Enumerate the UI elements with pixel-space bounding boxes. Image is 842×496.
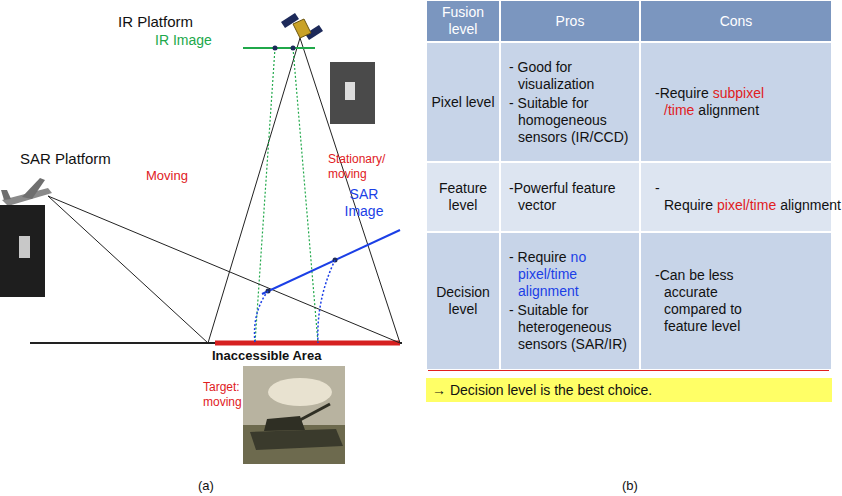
- table-cell-text: -Can be less accurate compared to featur…: [664, 267, 751, 335]
- tank-barrel: [300, 404, 330, 420]
- inaccessible-area-bar: [215, 341, 400, 346]
- table-cell-text: alignment: [698, 102, 759, 118]
- sar-beam-line: [48, 196, 208, 343]
- image-label: IR Image: [155, 32, 212, 49]
- tank-photo: [243, 366, 345, 464]
- state-note: Moving: [146, 168, 188, 184]
- blast-smoke: [268, 378, 332, 406]
- ir-fov-line: [300, 38, 400, 343]
- cell-paragraph: - Suitable for homogeneous sensors (IR/C…: [509, 95, 635, 146]
- table-cell: -Requiresubpixel /timealignment: [640, 42, 832, 162]
- table-cell: -Can be less accurate compared to featur…: [640, 232, 832, 370]
- state-note: Stationary/ moving: [328, 152, 406, 182]
- cell-paragraph: - Suitable for heterogeneous sensors (SA…: [509, 302, 635, 353]
- table-cell: -Requirepixel/timealignment: [640, 162, 832, 232]
- ir-point: [273, 46, 278, 51]
- table-cell: Decision level: [426, 232, 500, 370]
- table-cell: -Powerful feature vector: [500, 162, 640, 232]
- photo-ground: [243, 425, 345, 464]
- table-header: Pros: [556, 13, 585, 30]
- table-cell-text: -Require: [655, 85, 709, 101]
- row-heading: Feature level: [427, 180, 499, 214]
- panel-caption: (a): [198, 478, 214, 494]
- table-cell: Pros: [500, 0, 640, 42]
- platform-label: SAR Platform: [20, 150, 111, 168]
- table-cell-text: - Good for visualization: [518, 59, 635, 93]
- table-header: Fusion level: [427, 4, 499, 38]
- cell-paragraph: -Requirepixel/timealignment: [655, 180, 827, 214]
- highlight-text: pixel/time: [717, 197, 776, 213]
- ir-target-blob: [345, 82, 355, 100]
- aircraft-tail: [1, 190, 11, 200]
- table-cell: Feature level: [426, 162, 500, 232]
- cell-paragraph: -Powerful feature vector: [509, 180, 635, 214]
- sar-image-plane: [262, 230, 400, 294]
- panel-caption: (b): [622, 478, 638, 494]
- ir-projection: [255, 48, 275, 343]
- table-cell: Cons: [640, 0, 832, 42]
- ir-point: [291, 46, 296, 51]
- table-cell: Pixel level: [426, 42, 500, 162]
- ground-line: [30, 342, 402, 344]
- row-heading: Decision level: [427, 284, 499, 318]
- target-note: Target: moving: [203, 380, 251, 410]
- sar-projection: [318, 260, 335, 343]
- area-label: Inaccessible Area: [212, 348, 321, 364]
- table-cell-text: - Require: [509, 249, 567, 265]
- table-cell-text: - Suitable for heterogeneous sensors (SA…: [518, 302, 635, 353]
- tank-turret: [264, 416, 305, 431]
- node-text: → Decision level is the best choice.: [432, 382, 652, 398]
- platform-label: IR Platform: [118, 13, 193, 31]
- table-cell: Fusion level: [426, 0, 500, 42]
- ir-projection: [293, 48, 318, 343]
- image-label: SAR Image: [336, 186, 392, 220]
- conclusion-box: → Decision level is the best choice.: [426, 378, 832, 402]
- ir-thumbnail: [330, 62, 375, 124]
- satellite-body: [293, 19, 311, 38]
- cell-paragraph: - Requireno pixel/time alignment: [509, 249, 635, 300]
- table-cell-text: - Suitable for homogeneous sensors (IR/C…: [518, 95, 635, 146]
- cell-paragraph: - Good for visualization: [509, 59, 635, 93]
- row-heading: Pixel level: [431, 94, 494, 111]
- ir-fov-line: [208, 38, 300, 343]
- aircraft-wing: [22, 178, 45, 199]
- sar-thumbnail: [0, 205, 45, 297]
- table-cell: - Good for visualization- Suitable for h…: [500, 42, 640, 162]
- table-cell: - Requireno pixel/time alignment- Suitab…: [500, 232, 640, 370]
- cell-paragraph: -Requiresubpixel /timealignment: [655, 85, 827, 119]
- sar-projection: [255, 291, 268, 343]
- ir-image-plane: [243, 47, 315, 49]
- sar-target-blob: [19, 236, 30, 258]
- tank-hull: [250, 429, 343, 450]
- table-cell-text: -Powerful feature vector: [518, 180, 635, 214]
- table-cell-text: alignment: [780, 197, 841, 213]
- cell-paragraph: -Can be less accurate compared to featur…: [655, 267, 751, 335]
- table-header: Cons: [720, 13, 753, 30]
- table-cell-text: -Require: [655, 180, 713, 213]
